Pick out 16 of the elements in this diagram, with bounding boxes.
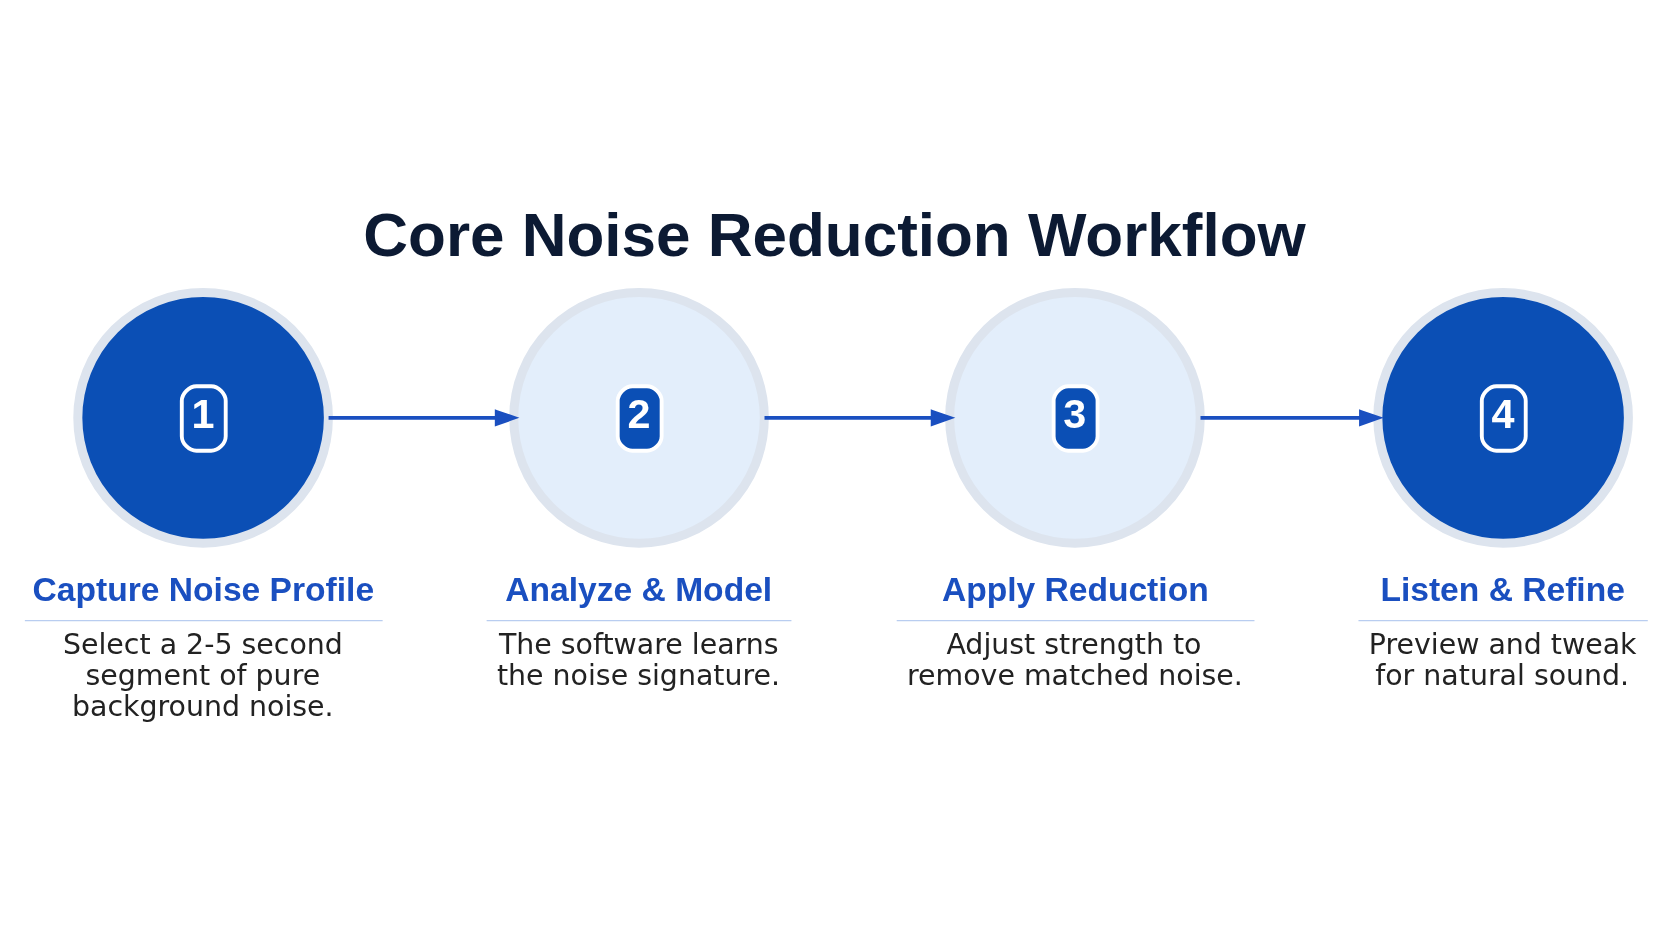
node-circle: 2	[509, 288, 769, 548]
arrow	[328, 409, 520, 427]
node-label: Capture Noise Profile	[32, 571, 375, 609]
node-circle: 3	[945, 288, 1205, 548]
node-label: Adjust strength to remove matched noise.	[907, 627, 1243, 692]
node-label: Preview and tweak for natural sound.	[1368, 627, 1637, 692]
node-label: Analyze & Model	[505, 571, 773, 609]
node-label: The software learns the noise signature.	[496, 627, 781, 692]
node-circle: 4	[1373, 288, 1633, 548]
node-circle: 1	[73, 288, 333, 548]
arrow	[1200, 409, 1384, 427]
node-label: Apply Reduction	[941, 571, 1209, 609]
node-label: Select a 2-5 second segment of pure background noise.	[62, 627, 343, 723]
node-label: Listen & Refine	[1380, 571, 1625, 609]
diagram-title: Core Noise Reduction Workflow	[363, 199, 1306, 269]
arrow	[764, 409, 956, 427]
